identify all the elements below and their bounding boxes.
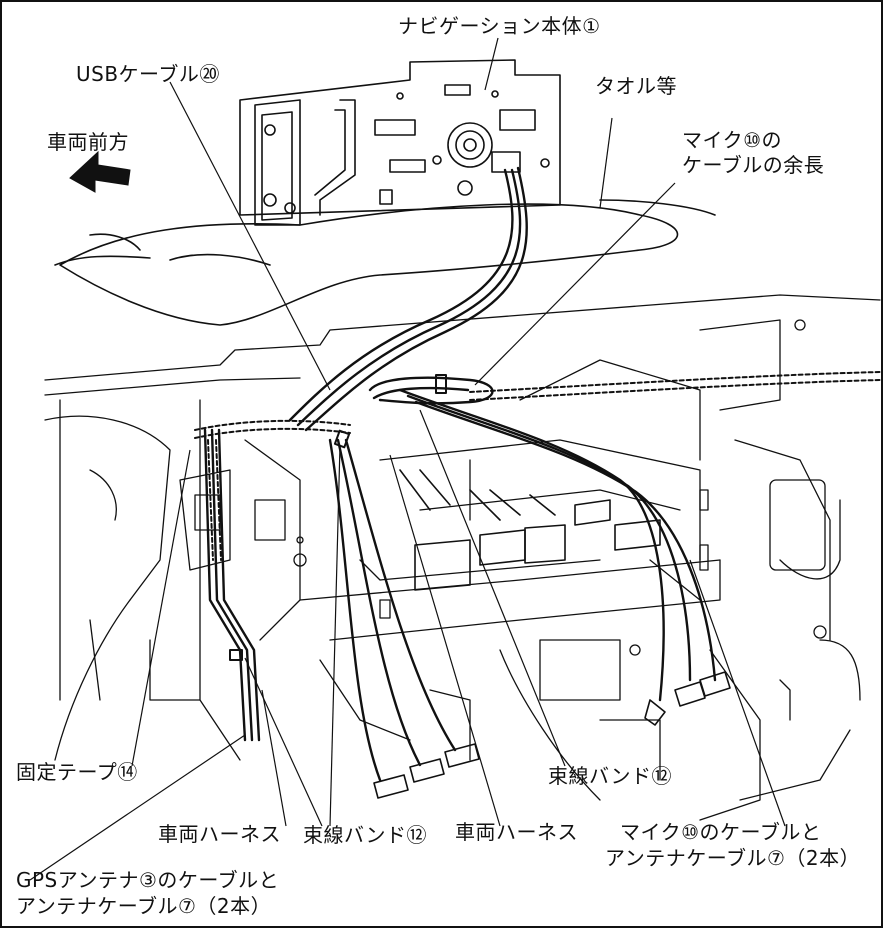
label-mic-cable-line1: マイク⑩の <box>682 128 783 152</box>
label-towel: タオル等 <box>595 74 677 98</box>
cables-drawing <box>203 166 717 782</box>
label-fixing-tape: 固定テープ⑭ <box>16 760 138 784</box>
label-vehicle-front: 車両前方 <box>47 130 129 154</box>
label-mic-antenna-line2: アンテナケーブル⑦（2本） <box>605 846 861 870</box>
label-usb-cable: USBケーブル⑳ <box>76 62 220 86</box>
label-gps-line1: GPSアンテナ③のケーブルと <box>16 868 280 892</box>
label-vehicle-harness-left: 車両ハーネス <box>158 822 281 846</box>
connector-block-drawing <box>399 469 661 591</box>
navigation-unit-drawing <box>239 59 561 226</box>
label-gps-line2: アンテナケーブル⑦（2本） <box>16 894 272 918</box>
label-binding-band-left: 束線バンド⑫ <box>303 823 427 847</box>
label-navigation-unit: ナビゲーション本体① <box>398 14 601 38</box>
tape-wrapped-bundle-drawing <box>194 371 881 561</box>
label-mic-antenna-line1: マイク⑩のケーブルと <box>620 820 822 844</box>
cable-plugs-drawing <box>373 671 731 799</box>
label-vehicle-harness-center: 車両ハーネス <box>455 820 578 844</box>
dashboard-structure-drawing <box>44 294 881 821</box>
label-mic-cable-line2: ケーブルの余長 <box>682 153 825 177</box>
towel-drawing <box>54 199 716 326</box>
label-binding-band-right: 束線バンド⑫ <box>548 764 672 788</box>
leader-lines <box>29 37 786 881</box>
arrow-up-left-icon <box>69 150 131 193</box>
